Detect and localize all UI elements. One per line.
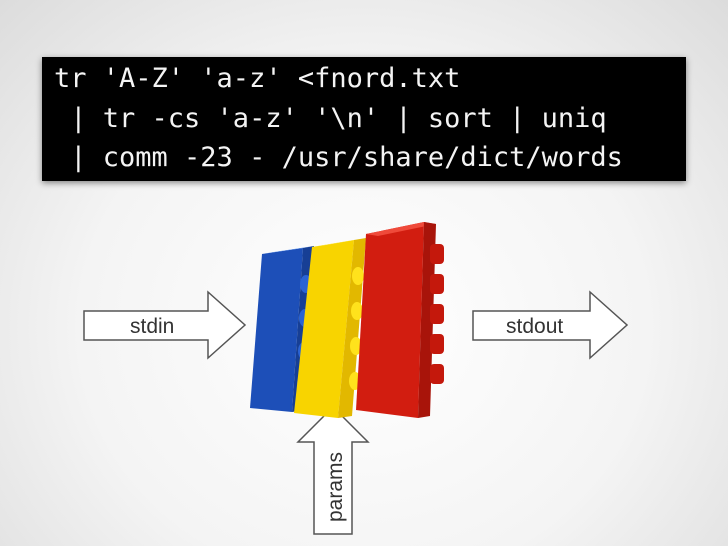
stdout-label: stdout (506, 315, 563, 338)
params-arrow: params (296, 405, 370, 535)
code-line-3: | comm -23 - /usr/share/dict/words (54, 142, 623, 173)
command-code-box: tr 'A-Z' 'a-z' <fnord.txt | tr -cs 'a-z'… (42, 57, 686, 181)
stdin-label: stdin (130, 315, 174, 338)
stdin-arrow: stdin (83, 290, 247, 360)
yellow-brick (294, 238, 366, 418)
red-brick (356, 222, 444, 418)
code-line-2: | tr -cs 'a-z' '\n' | sort | uniq (54, 103, 607, 134)
stdout-arrow: stdout (472, 290, 629, 360)
code-line-1: tr 'A-Z' 'a-z' <fnord.txt (54, 63, 461, 94)
params-label: params (324, 452, 347, 522)
